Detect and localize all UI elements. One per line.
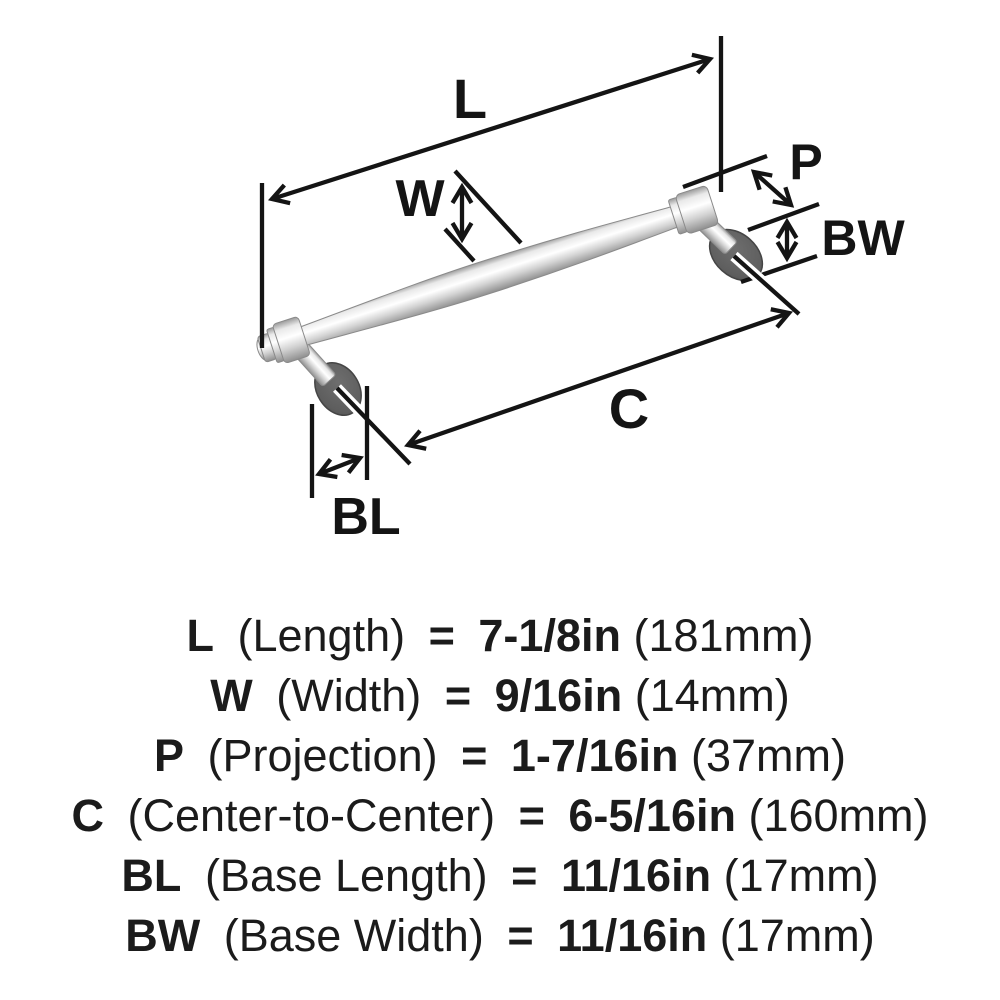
spec-name: (Base Width) xyxy=(223,910,484,961)
spec-equals: = xyxy=(511,850,538,901)
bw-dimension-label: BW xyxy=(821,210,905,266)
handle-bar xyxy=(297,205,681,347)
spec-metric: (17mm) xyxy=(723,850,879,901)
l-dimension-label: L xyxy=(453,67,487,130)
spec-line-base-length: BL (Base Length) = 11/16in (17mm) xyxy=(0,846,1000,906)
spec-metric: (17mm) xyxy=(719,910,875,961)
spec-name: (Center-to-Center) xyxy=(127,790,496,841)
spec-equals: = xyxy=(428,610,455,661)
spec-name: (Projection) xyxy=(207,730,438,781)
c-tick-right xyxy=(732,254,801,316)
spec-metric: (181mm) xyxy=(633,610,814,661)
spec-key: BL xyxy=(121,850,182,901)
p-tick-top xyxy=(682,153,768,190)
spec-metric: (37mm) xyxy=(691,730,847,781)
spec-name: (Length) xyxy=(237,610,406,661)
spec-key: BW xyxy=(125,910,201,961)
spec-value: 6-5/16in xyxy=(568,790,736,841)
p-tick-mid xyxy=(747,201,820,233)
left-cap-body xyxy=(272,316,310,364)
l-dimension-arrow xyxy=(267,52,715,206)
p-dimension-label: P xyxy=(789,134,822,190)
spec-equals: = xyxy=(444,670,472,721)
spec-line-length: L (Length) = 7-1/8in (181mm) xyxy=(0,606,1000,666)
spec-key: W xyxy=(210,670,253,721)
w-dimension-label: W xyxy=(395,170,445,228)
dimension-spec-list: L (Length) = 7-1/8in (181mm) W (Width) =… xyxy=(0,606,1000,966)
spec-key: P xyxy=(153,730,184,781)
c-tick-left xyxy=(335,386,412,466)
pull-handle-illustration xyxy=(256,185,764,416)
spec-line-base-width: BW (Base Width) = 11/16in (17mm) xyxy=(0,906,1000,966)
c-dimension-arrow xyxy=(404,307,793,451)
spec-key: L xyxy=(186,610,214,661)
spec-metric: (14mm) xyxy=(634,670,790,721)
spec-value: 9/16in xyxy=(494,670,623,721)
spec-equals: = xyxy=(461,730,488,781)
handle-diagram-canvas: L W P BW C BL xyxy=(256,36,905,546)
spec-line-center-to-center: C (Center-to-Center) = 6-5/16in (160mm) xyxy=(0,786,1000,846)
spec-key: C xyxy=(71,790,104,841)
spec-value: 1-7/16in xyxy=(510,730,679,781)
spec-equals: = xyxy=(518,790,545,841)
spec-line-width: W (Width) = 9/16in (14mm) xyxy=(0,666,1000,726)
spec-equals: = xyxy=(507,910,534,961)
bl-dimension-label: BL xyxy=(331,488,400,546)
spec-line-projection: P (Projection) = 1-7/16in (37mm) xyxy=(0,726,1000,786)
spec-name: (Base Length) xyxy=(204,850,488,901)
spec-value: 11/16in xyxy=(560,850,712,901)
w-tick-bottom xyxy=(443,227,476,263)
bl-dimension-arrow xyxy=(315,452,364,480)
c-dimension-label: C xyxy=(609,377,649,440)
spec-name: (Width) xyxy=(276,670,422,721)
p-dimension-arrow xyxy=(750,169,795,208)
w-tick-top xyxy=(453,169,523,245)
spec-value: 11/16in xyxy=(557,910,708,961)
spec-value: 7-1/8in xyxy=(478,610,621,661)
spec-metric: (160mm) xyxy=(748,790,929,841)
